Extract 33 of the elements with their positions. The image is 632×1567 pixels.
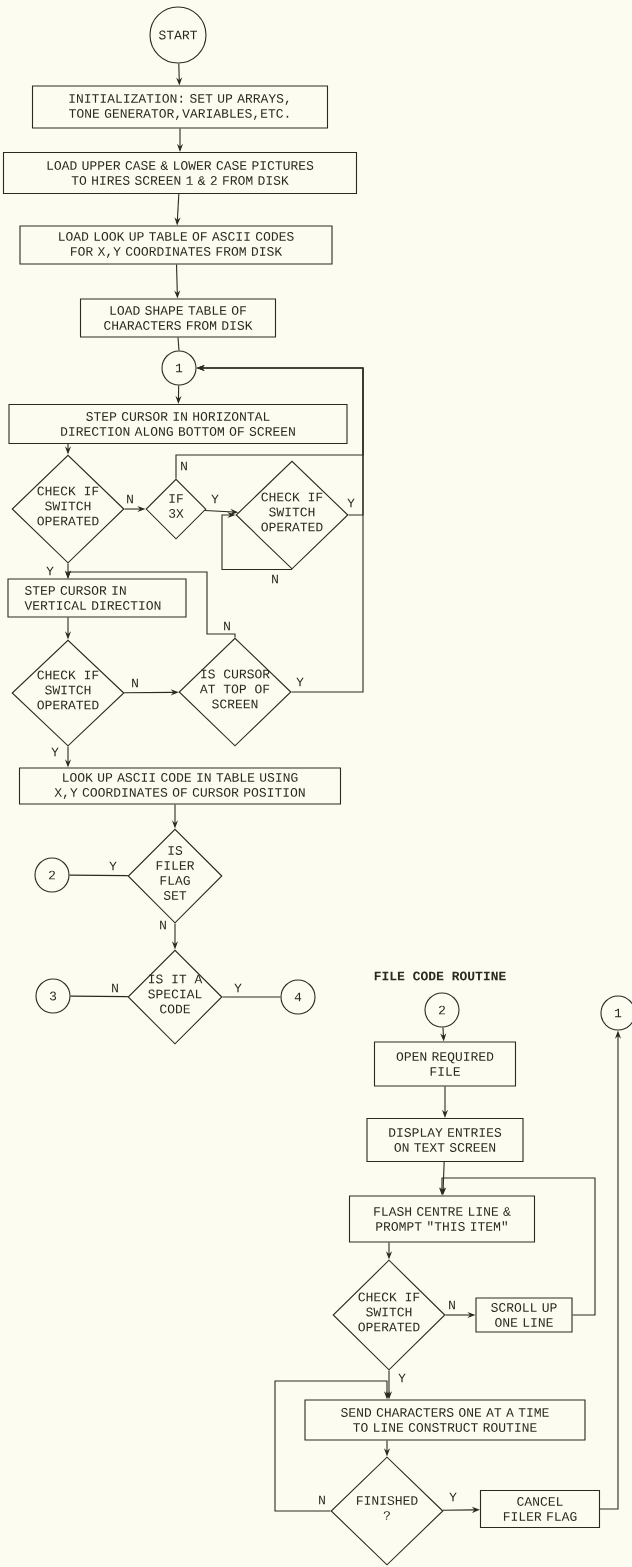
process-box: STEP CURSOR IN HORIZONTAL DIRECTION ALONG BOTTOM OF SCREEN <box>8 403 348 445</box>
process-box: LOAD LOOK UP TABLE OF ASCII CODES FOR X,Y COORDINATES FROM DISK <box>19 225 333 265</box>
edge-label: Y <box>233 982 243 994</box>
edge-label: N <box>270 573 280 585</box>
edge-label: Y <box>108 860 118 872</box>
edge-label: N <box>447 1299 457 1311</box>
edge-label: Y <box>45 565 55 577</box>
process-box: STEP CURSOR IN VERTICAL DIRECTION <box>7 578 187 618</box>
process-box: LOOK UP ASCII CODE IN TABLE USING X,Y COORDINATES OF CURSOR POSITION <box>18 767 342 805</box>
edge-label: N <box>317 1494 327 1506</box>
edge-label: Y <box>50 746 60 758</box>
edge-label: Y <box>346 497 356 509</box>
process-box: FLASH CENTRE LINE & PROMPT "THIS ITEM" <box>348 1195 536 1243</box>
edge-label: Y <box>397 1372 407 1384</box>
edge-label: N <box>110 982 120 994</box>
arrow <box>274 1380 391 1512</box>
process-box: DISPLAY ENTRIES ON TEXT SCREEN <box>366 1117 524 1163</box>
process-box: SCROLL UP ONE LINE <box>475 1297 573 1333</box>
edge-label: N <box>222 620 232 632</box>
process-box: SEND CHARACTERS ONE AT A TIME TO LINE CONSTRUCT ROUTINE <box>304 1399 586 1441</box>
process-box: OPEN REQUIRED FILE <box>373 1041 517 1087</box>
edge-label: Y <box>448 1491 458 1503</box>
process-box: INITIALIZATION: SET UP ARRAYS, TONE GENERATOR,VARIABLES,ETC. <box>31 85 329 129</box>
edge-label: N <box>179 460 189 472</box>
process-box: CANCEL FILER FLAG <box>479 1489 601 1529</box>
process-box: LOAD SHAPE TABLE OF CHARACTERS FROM DISK <box>79 298 277 338</box>
edge-label: Y <box>210 493 220 505</box>
routine-heading: FILE CODE ROUTINE <box>374 971 506 981</box>
process-box: LOAD UPPER CASE & LOWER CASE PICTURES TO HIRES SCREEN 1 & 2 FROM DISK <box>2 151 358 195</box>
edge-label: Y <box>295 676 305 688</box>
arrow <box>221 511 293 571</box>
edge-label: N <box>125 493 135 505</box>
edge-label: N <box>130 677 140 689</box>
